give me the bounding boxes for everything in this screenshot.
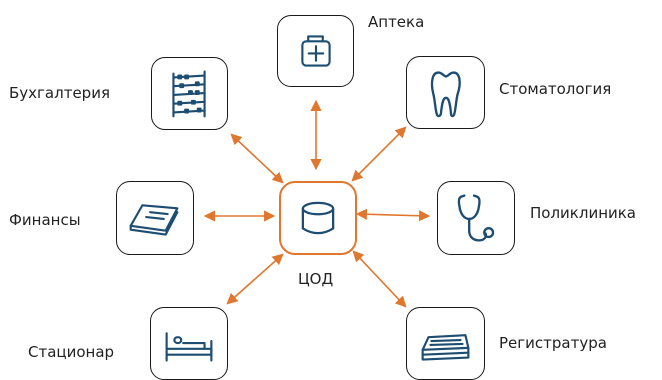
node-registry[interactable] bbox=[406, 307, 485, 380]
node-accounting[interactable] bbox=[151, 57, 228, 130]
tooth-icon bbox=[430, 71, 461, 118]
arrow-dentistry bbox=[351, 126, 407, 182]
node-pharmacy[interactable] bbox=[277, 15, 354, 87]
arrow-clinic bbox=[355, 208, 431, 222]
center-label: ЦОД bbox=[298, 270, 334, 288]
stethoscope-icon bbox=[457, 194, 495, 242]
arrow-hospital bbox=[226, 253, 284, 305]
database-icon bbox=[301, 201, 335, 235]
abacus-icon bbox=[172, 70, 206, 118]
label-clinic: Поликлиника bbox=[530, 204, 636, 222]
documents-icon bbox=[421, 334, 470, 361]
node-clinic[interactable] bbox=[437, 181, 515, 255]
money-icon bbox=[129, 204, 179, 236]
node-finance[interactable] bbox=[116, 181, 194, 255]
node-dentistry[interactable] bbox=[406, 56, 485, 129]
label-hospital: Стационар bbox=[28, 343, 115, 361]
arrow-accounting bbox=[230, 133, 284, 184]
bed-icon bbox=[165, 332, 213, 362]
center-node[interactable] bbox=[279, 181, 357, 255]
node-hospital[interactable] bbox=[150, 307, 228, 380]
label-pharmacy: Аптека bbox=[368, 13, 425, 31]
label-finance: Финансы bbox=[9, 211, 81, 229]
label-accounting: Бухгалтерия bbox=[9, 84, 110, 102]
arrow-registry bbox=[352, 250, 407, 308]
label-registry: Регистратура bbox=[499, 334, 607, 352]
first-aid-kit-icon bbox=[301, 35, 331, 67]
label-dentistry: Стоматология bbox=[499, 80, 612, 98]
